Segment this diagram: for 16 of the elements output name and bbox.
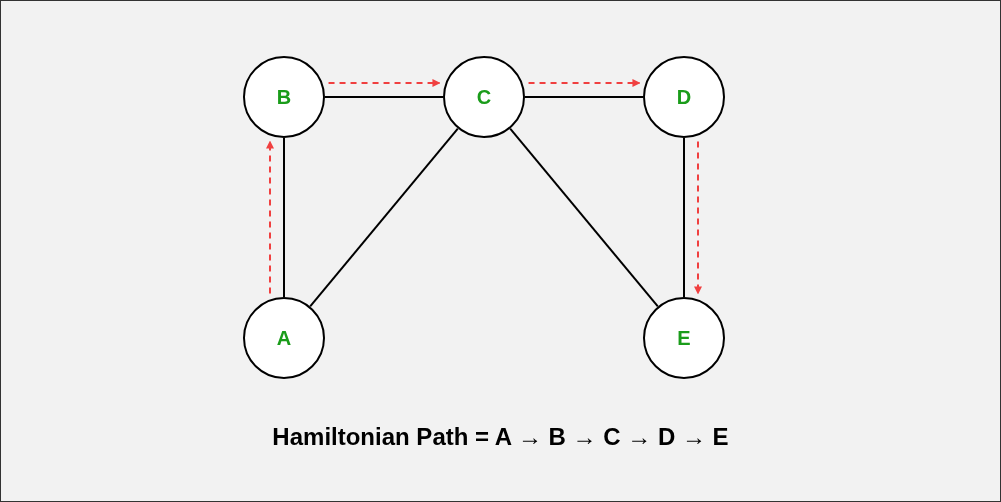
arrow [694, 140, 702, 295]
vertex-label: C [476, 85, 492, 109]
arrow [327, 79, 441, 87]
graph-edge [309, 127, 459, 308]
caption: Hamiltonian Path = A → B → C → D → E [271, 423, 730, 451]
arrow [266, 140, 274, 295]
graph-edge [324, 96, 444, 98]
arrow [527, 79, 641, 87]
vertex-label: D [676, 85, 692, 109]
vertex-label: A [276, 326, 292, 350]
graph-edge [683, 137, 685, 298]
graph-edge [509, 127, 659, 308]
vertex-label: B [276, 85, 292, 109]
graph-edge [524, 96, 644, 98]
graph-edge [283, 137, 285, 298]
vertex-label: E [677, 326, 691, 350]
